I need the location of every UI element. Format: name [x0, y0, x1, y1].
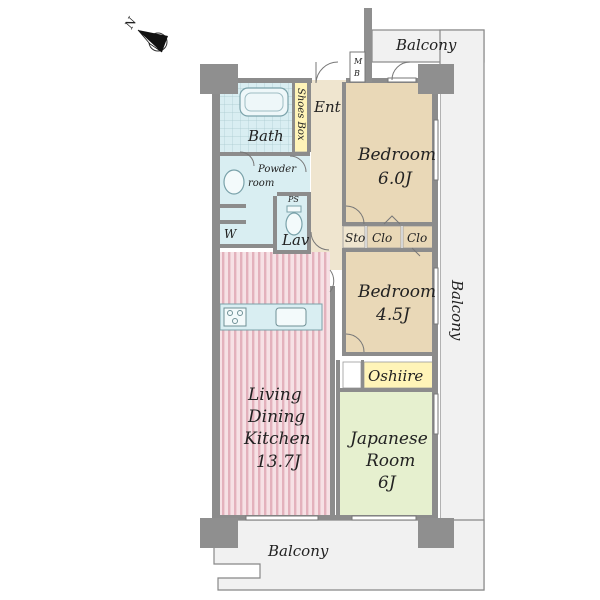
meter-box — [349, 51, 366, 83]
storage-row — [342, 225, 435, 249]
closet2-label: Clo — [407, 231, 427, 245]
japanese-room-label-2: Room — [365, 451, 415, 471]
bedroom-small-name: Bedroom — [357, 282, 436, 302]
meter-box-label-b: B — [353, 69, 360, 78]
entrance-label: Ent — [313, 98, 342, 116]
compass: N — [121, 14, 168, 53]
ldk-label-kitchen: Kitchen — [243, 429, 310, 449]
oshiire-label: Oshiire — [368, 367, 423, 385]
oshiire-closet — [363, 361, 435, 389]
storage-label: Sto — [345, 231, 365, 245]
stove-shape — [223, 307, 247, 327]
compass-north-label: N — [121, 14, 139, 31]
balcony-right-area — [439, 29, 485, 591]
bedroom-large-name: Bedroom — [357, 145, 436, 165]
ldk-label-living: Living — [247, 385, 302, 405]
bedroom-small — [346, 252, 434, 352]
balcony-bottom-label: Balcony — [267, 542, 329, 560]
japanese-room-size: 6J — [378, 473, 397, 493]
door-swings — [239, 61, 421, 353]
sink-shape — [223, 169, 245, 195]
powder-room-label-1: Powder — [257, 164, 297, 175]
japanese-room-label-1: Japanese — [347, 429, 428, 449]
windows — [245, 77, 439, 521]
japanese-room — [336, 392, 434, 516]
toilet-shape — [285, 212, 303, 236]
washer-label: W — [224, 227, 238, 241]
bedroom-small-size: 4.5J — [375, 305, 411, 325]
bath-label: Bath — [247, 127, 284, 145]
lavatory-room — [277, 196, 311, 254]
bedroom-large-size: 6.0J — [378, 169, 413, 189]
kitchen-counter — [219, 303, 323, 331]
kitchen-sink-shape — [275, 307, 307, 327]
bathtub-shape — [239, 87, 289, 117]
balcony-top-label: Balcony — [395, 36, 457, 54]
living-dining-kitchen — [220, 252, 330, 516]
bedroom-large — [346, 82, 434, 224]
balcony-bottom-area — [213, 519, 485, 591]
powder-room-label-2: room — [248, 178, 274, 189]
ldk-label-dining: Dining — [247, 407, 305, 427]
meter-box-label-m: M — [353, 57, 363, 66]
ps-label: PS — [287, 195, 299, 204]
room-labels: Balcony Balcony Balcony M B Ent Shoes Bo… — [224, 36, 466, 560]
hallway — [311, 80, 347, 270]
lavatory-label: Lav — [281, 231, 310, 249]
closet1-label: Clo — [372, 231, 392, 245]
structural-pillars — [200, 8, 454, 548]
small-closet — [342, 361, 362, 389]
ldk-size: 13.7J — [256, 452, 302, 472]
shoes-box-label: Shoes Box — [295, 88, 306, 141]
balcony-right-label: Balcony — [448, 279, 466, 341]
